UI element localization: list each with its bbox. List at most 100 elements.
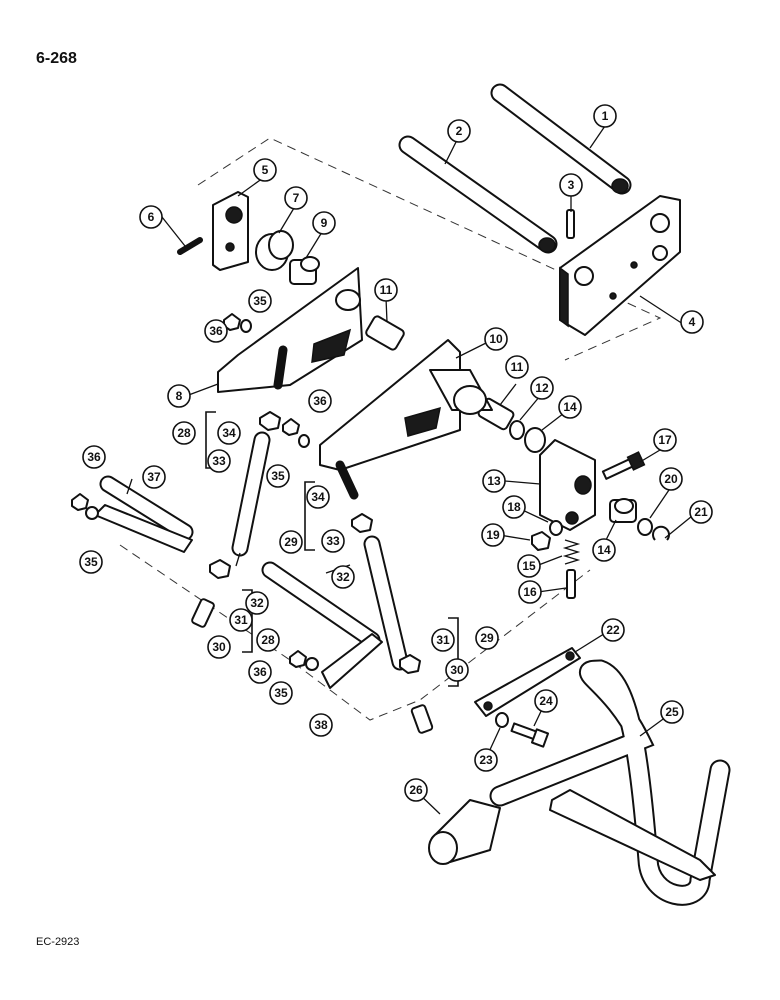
callout-circle [482,469,506,493]
callout-circle [431,628,455,652]
callout-label: 10 [489,332,503,346]
callout-c34a: 34 [217,421,241,445]
part-36-nut-b [282,418,300,436]
part-12-washer [509,420,525,440]
callout-label: 24 [539,694,553,708]
part-34-stud-right [335,460,359,500]
callout-c28a: 28 [172,421,196,445]
part-7-bushing [255,230,294,271]
callout-label: 14 [563,400,577,414]
callout-circle [474,748,498,772]
callout-label: 36 [87,450,101,464]
part-38-shaft-arm [261,561,383,689]
callout-label: 22 [606,623,620,637]
part-14-bushing-lower [609,498,637,523]
callout-c11a: 11 [374,278,398,302]
callout-c2: 2 [447,119,471,143]
callout-c29a: 29 [279,530,303,554]
callout-circle [207,449,231,473]
callout-circle [481,523,505,547]
part-19-nut [531,531,551,551]
part-5-bracket [212,191,249,271]
part-8-plate [217,267,363,393]
callout-circle [306,485,330,509]
callout-circle [374,278,398,302]
callout-c36c: 36 [82,445,106,469]
callout-circle [312,211,336,235]
callout-label: 5 [262,163,269,177]
callout-circle [82,445,106,469]
callout-c4: 4 [680,310,704,334]
callout-label: 4 [689,315,696,329]
callout-label: 30 [450,663,464,677]
callout-circle [660,700,684,724]
callout-c29b: 29 [475,626,499,650]
callout-label: 31 [436,633,450,647]
part-2-shaft [398,135,558,254]
callout-circle [601,618,625,642]
callout-c3: 3 [559,173,583,197]
part-23-washer [495,712,509,728]
callout-label: 9 [321,216,328,230]
callout-label: 6 [148,210,155,224]
callout-c18: 18 [502,495,526,519]
callout-circle [309,713,333,737]
callout-c20: 20 [659,467,683,491]
callout-circle [518,580,542,604]
part-1-shaft [490,83,632,195]
callout-circle [308,389,332,413]
callout-circle [253,158,277,182]
callout-circle [167,384,191,408]
callout-circle [204,319,228,343]
part-17-bolt [601,451,646,480]
callout-circle [142,465,166,489]
part-11-bushing-upper [365,315,405,351]
callout-label: 33 [326,534,340,548]
callout-circle [484,327,508,351]
callout-label: 15 [522,559,536,573]
callout-circle [659,467,683,491]
callout-label: 35 [271,469,285,483]
part-16-pin [566,569,576,599]
callout-label: 33 [212,454,226,468]
part-15-spring [562,539,581,565]
callout-c14a: 14 [558,395,582,419]
callout-circle [593,104,617,128]
callout-circle [680,310,704,334]
part-35-washer-c [85,506,99,520]
callout-circle [475,626,499,650]
callout-c37: 37 [142,465,166,489]
callout-c30a: 30 [207,635,231,659]
callout-circle [229,608,253,632]
callout-label: 35 [84,555,98,569]
callout-circle [207,635,231,659]
part-25-pedal-lever [489,659,731,906]
callout-label: 36 [209,324,223,338]
part-30-clevis-left [191,598,215,628]
callout-label: 35 [253,294,267,308]
callout-c1: 1 [593,104,617,128]
callout-c31b: 31 [431,628,455,652]
callout-c14b: 14 [592,538,616,562]
group-bracket-29-upper [304,481,315,551]
callout-label: 18 [507,500,521,514]
callout-label: 25 [665,705,679,719]
callout-label: 14 [597,543,611,557]
callout-c33a: 33 [207,449,231,473]
callout-c9: 9 [312,211,336,235]
callout-c28b: 28 [256,628,280,652]
callout-c30b: 30 [445,658,469,682]
callout-label: 20 [664,472,678,486]
callout-label: 19 [486,528,500,542]
part-18-washer [549,520,563,536]
callout-circle [284,186,308,210]
part-10-lever-plate [319,339,493,471]
callout-label: 38 [314,718,328,732]
callout-circle [248,660,272,684]
part-31-nut-left [209,559,231,579]
callout-label: 32 [336,570,350,584]
part-36-nut-d [289,650,307,668]
part-31-nut-right [399,654,421,674]
part-3-pin [566,209,575,239]
